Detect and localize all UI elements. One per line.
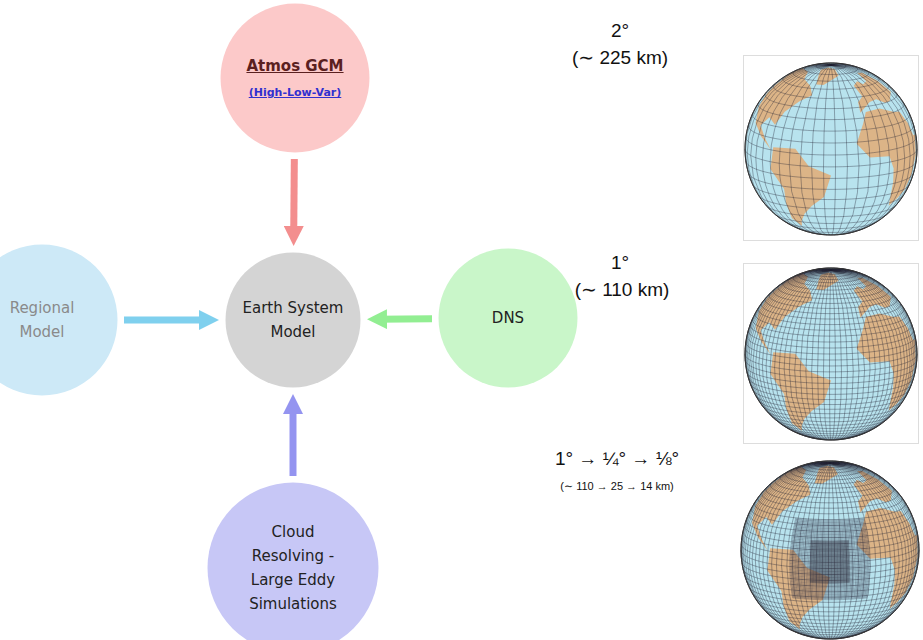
grid-spacing-label: (∼ 110 km) xyxy=(575,278,670,301)
arrow-connector xyxy=(290,404,297,476)
model-circle: Atmos GCM (High-Low-Var) xyxy=(220,3,370,153)
model-circle: Cloud Resolving - Large Eddy Simulations xyxy=(207,482,379,640)
grid xyxy=(745,63,917,235)
node-title: Regional Model xyxy=(0,296,92,344)
circle-outline xyxy=(220,3,370,153)
resolution-label: 2° xyxy=(611,20,629,42)
node-subtitle: (High-Low-Var) xyxy=(249,84,342,102)
arrow-connector xyxy=(377,315,432,323)
node-title: Earth System Model xyxy=(238,296,348,344)
model-circle: Regional Model xyxy=(0,244,118,396)
resolution-label: 1° xyxy=(611,252,629,274)
ocean xyxy=(745,63,917,235)
globe-refined xyxy=(735,458,923,640)
arrow-connector xyxy=(124,317,209,324)
node-title: Cloud Resolving - Large Eddy Simulations xyxy=(238,520,348,616)
land xyxy=(857,108,916,205)
node-title: DNS xyxy=(492,306,524,330)
arrow-connector xyxy=(290,159,298,236)
land xyxy=(857,508,918,609)
circle-outline xyxy=(225,252,361,388)
circle-outline xyxy=(0,244,118,396)
frame xyxy=(744,56,919,241)
land xyxy=(857,313,916,410)
finest-grid xyxy=(810,540,850,583)
model-circle: DNS xyxy=(438,248,578,388)
grid xyxy=(741,461,919,639)
ocean xyxy=(745,268,917,440)
resolution-label: 1° → ¼° → ⅛° xyxy=(555,448,679,470)
refined-grid xyxy=(790,518,871,600)
frame xyxy=(744,264,919,444)
grid xyxy=(745,268,917,440)
globe-2deg xyxy=(743,55,919,241)
grid-spacing-label: (∼ 110 → 25 → 14 km) xyxy=(560,480,674,493)
globe-1deg xyxy=(743,263,919,444)
grid-spacing-label: (∼ 225 km) xyxy=(572,46,668,69)
hub-circle: Earth System Model xyxy=(225,252,361,388)
ocean xyxy=(741,461,919,639)
node-title: Atmos GCM xyxy=(246,54,343,78)
